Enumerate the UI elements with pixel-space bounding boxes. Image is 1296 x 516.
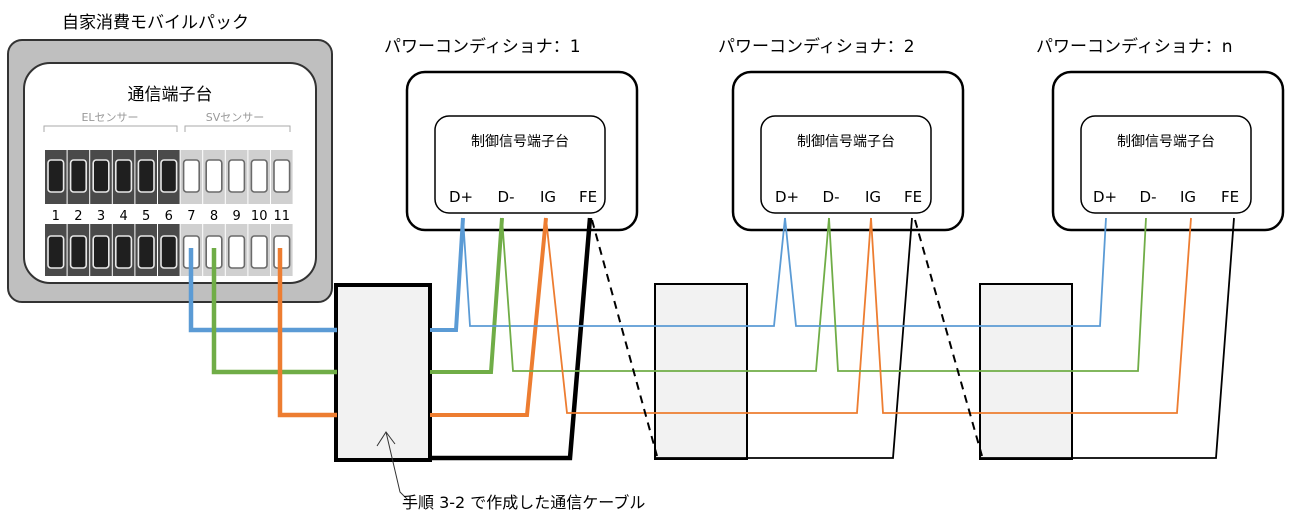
- terminal-number: 9: [232, 209, 240, 224]
- pcs-2-terminal-d-minus: D-: [823, 188, 840, 206]
- el-sensor-label: ELセンサー: [81, 111, 138, 124]
- terminal-number: 8: [210, 209, 218, 224]
- wire-d-minus-to-pcs1: [430, 217, 504, 374]
- wire-d-minus-pcs2-to-pcsn: [828, 217, 1147, 372]
- pcs-2-terminal-ig: IG: [865, 188, 881, 206]
- battery-title: 自家消費モバイルパック: [62, 13, 249, 33]
- pcs-1-terminal-fe: FE: [579, 188, 597, 206]
- pcs-n-terminal-ig: IG: [1180, 188, 1196, 206]
- power-conditioner-n: パワーコンディショナ：n 制御信号端子台 D+ D- IG FE: [1036, 36, 1285, 232]
- terminal-number: 7: [187, 209, 195, 224]
- wire-d-minus-battery: [211, 248, 337, 375]
- wire-fe-pcs1: [430, 217, 593, 461]
- terminal-2: 2: [67, 150, 90, 276]
- wire-fe-dashed-1: [591, 219, 658, 457]
- terminal-5: 5: [135, 150, 157, 276]
- pcs-2-panel-title: 制御信号端子台: [797, 134, 895, 150]
- wire-ig-to-pcs1: [430, 217, 548, 417]
- wire-fe-dashed-2: [914, 219, 983, 457]
- terminal-8: 8: [203, 150, 225, 276]
- sv-sensor-bracket: [184, 125, 291, 132]
- pcs-n-terminal-fe: FE: [1221, 188, 1239, 206]
- pcs-1-panel-title: 制御信号端子台: [471, 134, 569, 150]
- terminal-4: 4: [112, 150, 135, 276]
- terminal-9: 9: [225, 150, 248, 276]
- terminal-number: 1: [52, 209, 60, 224]
- pcs-1-title: パワーコンディショナ：1: [384, 36, 581, 57]
- pcs-2-title: パワーコンディショナ：2: [718, 36, 915, 57]
- pcs-1-terminal-d-plus: D+: [449, 188, 473, 206]
- wire-d-plus-pcs1-to-pcs2: [462, 217, 786, 327]
- terminal-6: 6: [158, 150, 180, 276]
- terminal-number: 3: [97, 209, 105, 224]
- terminal-number: 6: [165, 209, 173, 224]
- power-conditioner-2: パワーコンディショナ：2 制御信号端子台 D+ D- IG FE: [718, 36, 965, 232]
- sv-sensor-label: SVセンサー: [206, 111, 265, 124]
- power-conditioner-1: パワーコンディショナ：1 制御信号端子台 D+ D- IG FE: [384, 36, 639, 232]
- terminal-number: 4: [119, 209, 127, 224]
- wire-d-plus-to-pcs1: [430, 217, 465, 332]
- el-sensor-bracket: [43, 125, 178, 132]
- pcs-1-terminal-d-minus: D-: [498, 188, 515, 206]
- wire-ig-pcs2-to-pcsn: [870, 217, 1192, 414]
- communication-terminal-title: 通信端子台: [128, 85, 213, 105]
- pcs-n-terminal-d-plus: D+: [1093, 188, 1117, 206]
- wire-d-plus-pcs2-to-pcsn: [784, 217, 1107, 327]
- callout-leader-line: [385, 431, 409, 501]
- pcs-2-control-terminal-panel: [760, 115, 932, 214]
- terminal-number: 10: [251, 209, 268, 224]
- terminal-1: 1: [45, 150, 67, 276]
- pcs-n-control-terminal-panel: [1080, 115, 1252, 214]
- pcs-2-terminal-fe: FE: [904, 188, 922, 206]
- terminal-number: 2: [74, 209, 82, 224]
- pcs-1-terminal-ig: IG: [540, 188, 556, 206]
- terminal-number: 11: [274, 209, 291, 224]
- pcs-n-terminal-d-minus: D-: [1140, 188, 1157, 206]
- wire-fe-pcs2: [655, 217, 913, 459]
- pcs-1-control-terminal-panel: [434, 115, 606, 214]
- terminal-10: 10: [248, 150, 270, 276]
- cable-label: 手順 3-2 で作成した通信ケーブル: [402, 493, 645, 512]
- terminal-3: 3: [90, 150, 112, 276]
- wire-ig-pcs1-to-pcs2: [545, 217, 872, 414]
- wire-fe-pcsn: [980, 217, 1235, 459]
- wire-d-plus-battery: [188, 248, 337, 333]
- wire-d-minus-pcs1-to-pcs2: [501, 217, 830, 372]
- wire-ig-battery: [277, 248, 337, 418]
- pcs-n-panel-title: 制御信号端子台: [1117, 134, 1215, 150]
- terminal-number: 5: [142, 209, 150, 224]
- pcs-n-title: パワーコンディショナ：n: [1036, 36, 1233, 57]
- pcs-2-terminal-d-plus: D+: [775, 188, 799, 206]
